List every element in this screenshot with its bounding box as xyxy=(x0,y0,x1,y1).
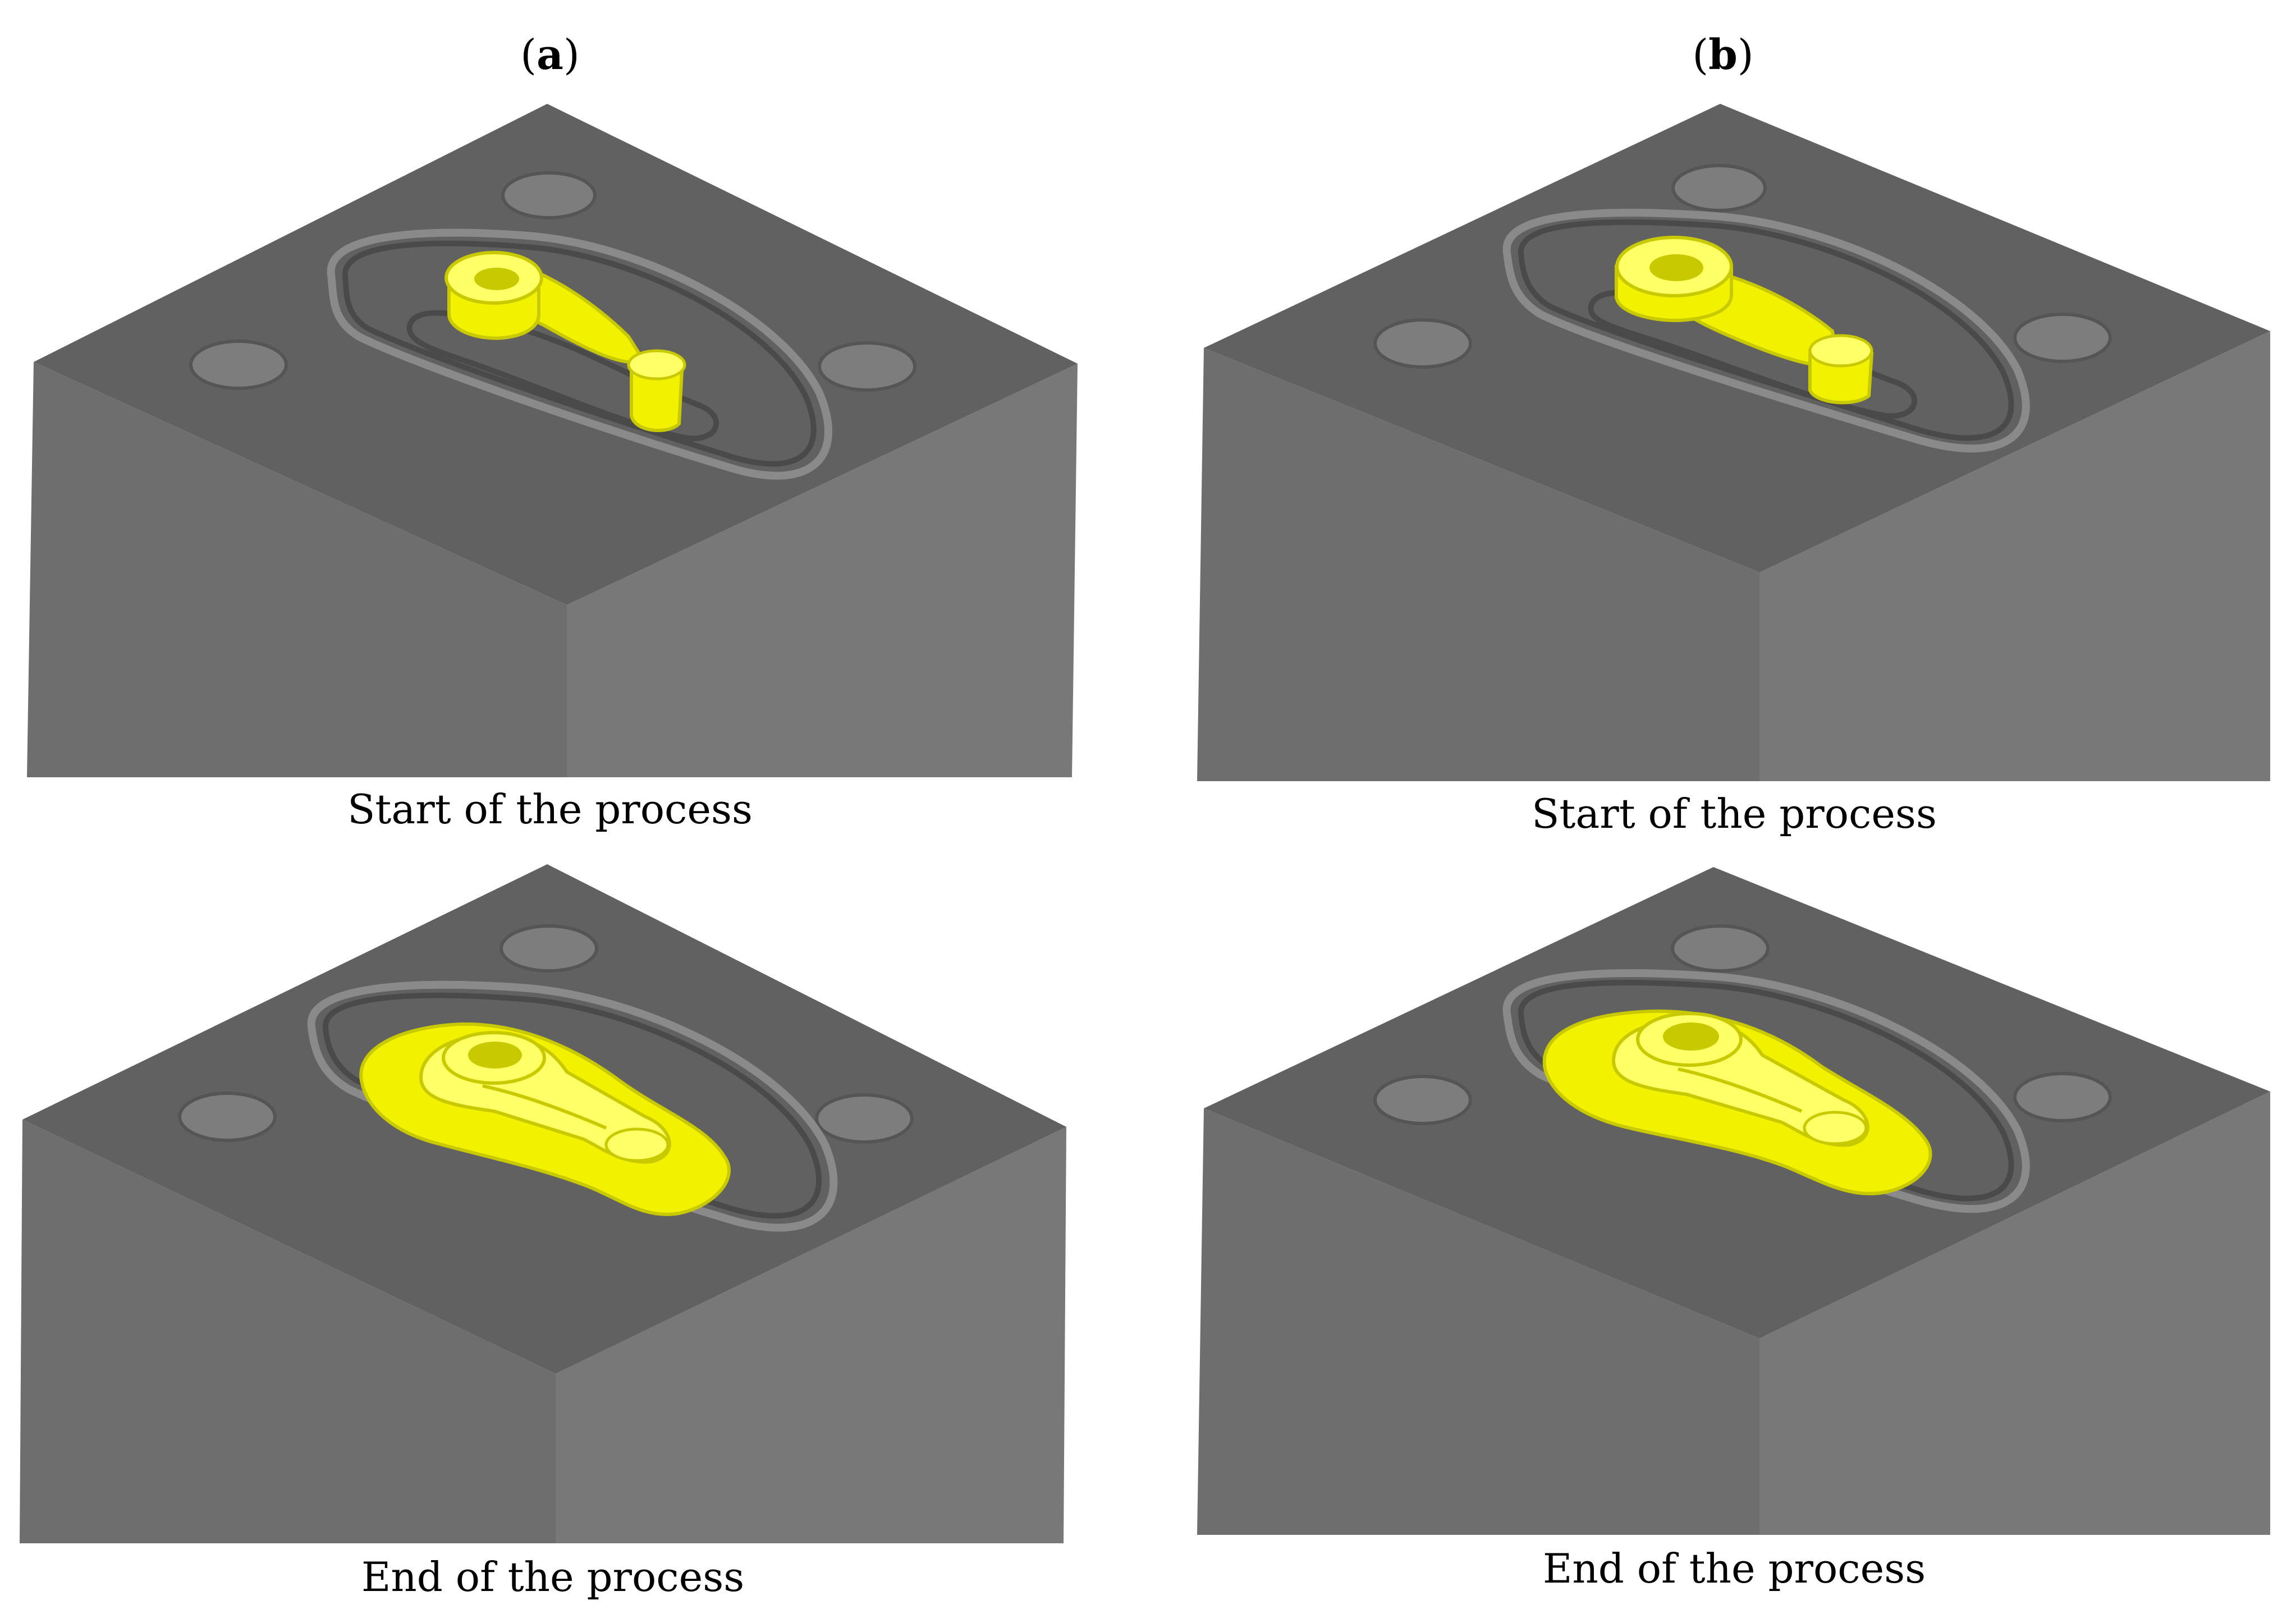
billet-head-recess xyxy=(1649,254,1703,281)
die-left-face xyxy=(27,362,567,777)
die-left-face xyxy=(1197,348,1759,781)
die-panel-a-end xyxy=(20,864,1066,1543)
billet-tail-top xyxy=(1808,334,1873,368)
caption-a-start: Start of the process xyxy=(347,786,753,833)
caption-a-end: End of the process xyxy=(361,1553,745,1601)
forging-tail-boss xyxy=(604,1127,670,1162)
die-top-face xyxy=(34,104,1078,605)
guide-hole-left xyxy=(1373,1075,1472,1125)
gutter-inner-edge xyxy=(1518,219,2014,441)
guide-hole-top xyxy=(499,924,598,973)
forging-rib xyxy=(482,1084,607,1130)
die-block xyxy=(27,104,1078,777)
workpiece xyxy=(359,1022,731,1216)
guide-hole-right xyxy=(818,341,916,392)
guide-hole-left xyxy=(1373,318,1472,369)
die-right-face xyxy=(1759,1092,2270,1535)
guide-hole-right xyxy=(2013,1072,2112,1122)
die-left-face xyxy=(20,1120,556,1543)
guide-holes xyxy=(178,924,914,1144)
column-label-a: (a) xyxy=(520,31,580,79)
guide-hole-left xyxy=(189,340,288,390)
die-left-face xyxy=(1197,1108,1759,1535)
die-right-face xyxy=(567,364,1078,777)
guide-hole-top xyxy=(501,171,597,219)
flash-gutter xyxy=(327,228,832,480)
forging-head-recess xyxy=(1663,1022,1719,1051)
die-panel-b-start xyxy=(1197,104,2270,781)
forging-rib xyxy=(1678,1067,1803,1113)
billet-tail-top xyxy=(627,349,686,380)
flash-gutter xyxy=(1502,209,2030,453)
caption-b-start: Start of the process xyxy=(1532,790,1937,837)
gutter-inner-edge xyxy=(342,240,817,467)
billet-head-recess xyxy=(474,268,519,290)
guide-holes xyxy=(189,171,916,392)
guide-hole-right xyxy=(815,1093,914,1144)
guide-hole-top xyxy=(1671,924,1770,973)
die-right-face xyxy=(1759,331,2270,781)
guide-hole-top xyxy=(1671,164,1767,212)
gutter-outer-edge xyxy=(1502,209,2030,453)
forging-head-recess xyxy=(468,1042,522,1069)
guide-holes xyxy=(1373,164,2112,369)
die-panel-a-start xyxy=(27,104,1078,777)
gutter-outer-edge xyxy=(327,228,832,480)
caption-b-end: End of the process xyxy=(1542,1545,1926,1592)
workpiece xyxy=(1615,236,1874,405)
workpiece xyxy=(444,251,686,432)
guide-holes xyxy=(1373,924,2112,1125)
die-right-face xyxy=(556,1127,1066,1543)
column-label-b: (b) xyxy=(1692,31,1754,79)
column-a-letter: a xyxy=(537,31,563,79)
guide-hole-left xyxy=(178,1092,277,1142)
die-panel-b-end xyxy=(1197,867,2270,1535)
workpiece xyxy=(1542,1009,1932,1195)
column-b-letter: b xyxy=(1708,31,1738,79)
billet-tail-body xyxy=(630,363,684,432)
guide-hole-right xyxy=(2013,313,2112,363)
forging-tail-boss xyxy=(1803,1111,1868,1145)
